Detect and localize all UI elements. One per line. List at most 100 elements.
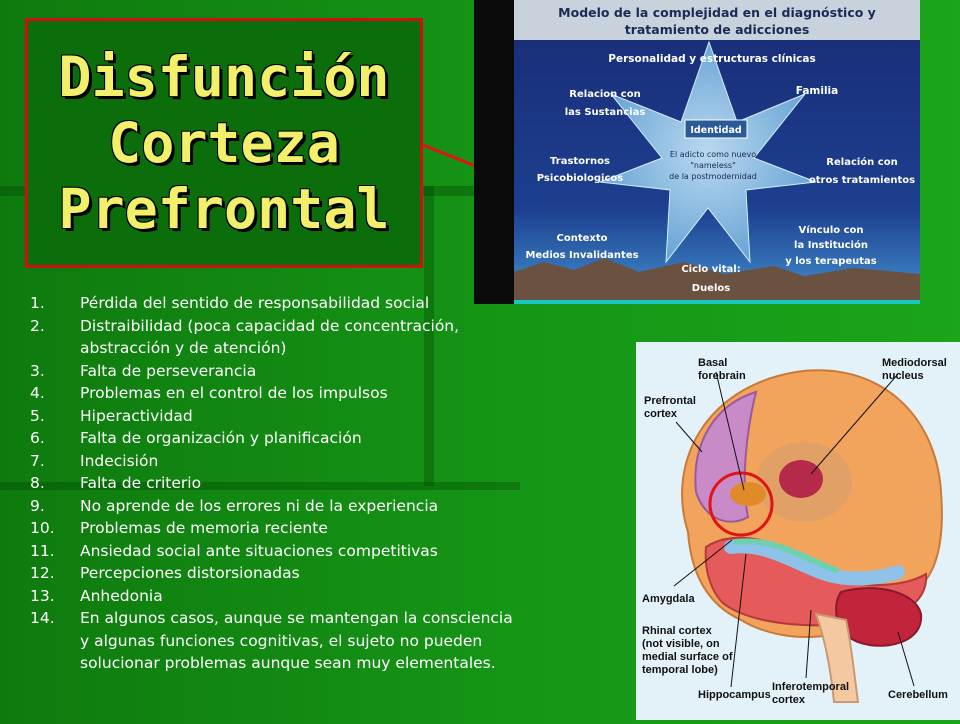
diagram-heading: tratamiento de adicciones [625,22,810,37]
label-family: Familia [796,85,838,97]
label-inferotemporal: Inferotemporal [772,681,849,693]
item-number: 9. [30,496,45,515]
brain-illustration: Basal forebrain Mediodorsal nucleus Pref… [636,342,960,720]
label-substances: las Sustancias [565,107,646,118]
title-line: Disfunción [58,45,390,109]
label-basal: Basal [698,357,727,369]
rhinal-region [724,539,905,586]
item-text: Ansiedad social ante situaciones competi… [80,541,438,560]
list-item: 14. En algunos casos, aunque se mantengan… [30,607,522,675]
label-institution: y los terapeutas [785,256,877,267]
list-item: 1. Pérdida del sentido de responsabilidad… [30,292,522,315]
label-rhinal: medial surface of [642,651,733,663]
mountains [514,258,920,300]
addiction-model-diagram: Modelo de la complejidad en el diagnósti… [474,0,920,304]
list-item: 8. Falta de criterio [30,472,522,495]
label-center: "nameless" [690,161,736,170]
item-number: 1. [30,294,45,312]
title-line: Corteza [108,111,340,175]
label-life-cycle: Ciclo vital: [681,264,740,275]
label-rhinal: Rhinal cortex [642,625,713,637]
item-text: Falta de organización y planificación [80,429,362,447]
basal-forebrain [730,482,766,506]
item-number: 14. [30,609,55,627]
symptom-list: 1. Pérdida del sentido de responsabilidad… [30,292,522,675]
list-item: 3. Falta de perseverancia [30,360,522,383]
item-number: 11. [30,541,55,560]
leader-line [715,371,745,491]
item-number: 10. [30,519,55,537]
star-shape [599,40,817,264]
label-basal: forebrain [698,370,746,382]
item-number: 12. [30,564,55,582]
item-text: En algunos casos, aunque se mantengan la… [80,609,513,672]
diagram-header-bg [514,0,920,40]
diagram-heading: Modelo de la complejidad en el diagnósti… [558,5,876,20]
item-number: 8. [30,474,45,492]
label-prefrontal: cortex [644,408,678,420]
item-text: Anhedonia [80,586,163,605]
item-text: Pérdida del sentido de responsabilidad s… [80,294,430,312]
list-item: 12. Percepciones distorsionadas [30,562,522,585]
label-disorders: Trastornos [550,156,610,167]
mediodorsal-nucleus [779,460,823,498]
label-institution: la Institución [794,239,868,251]
item-text: Hiperactividad [80,406,193,425]
item-number: 6. [30,429,45,447]
item-number: 3. [30,361,45,380]
label-context: Contexto [557,233,608,244]
leader-line [805,609,812,679]
label-institution: Vínculo con [798,224,863,236]
identity-box [684,119,748,139]
label-other-treatments: Relación con [826,156,897,168]
label-mediodorsal: nucleus [882,370,924,382]
label-context: Medios Invalidantes [525,250,638,261]
item-text: Percepciones distorsionadas [80,564,300,582]
item-number: 13. [30,586,55,605]
item-text: No aprende de los errores ni de la exper… [80,496,439,515]
label-substances: Relacion con [569,89,640,100]
item-number: 4. [30,384,45,402]
leader-line [730,553,747,688]
decor-band [0,482,520,490]
decor-band [424,186,434,486]
label-amygdala: Amygdala [642,593,695,605]
list-item: 11. Ansiedad social ante situaciones comp… [30,540,522,563]
leader-line [810,373,899,475]
highlight-circle [708,471,774,537]
label-disorders: Psicobiologicos [537,173,623,184]
brainstem [814,612,860,703]
list-item: 5. Hiperactividad [30,405,522,428]
label-identity: Identidad [690,125,741,136]
list-item: 7. Indecisión [30,450,522,473]
label-inferotemporal: cortex [772,694,806,706]
leader-line [673,539,733,587]
leader-line [675,421,703,453]
label-rhinal: (not visible, on [642,638,720,650]
leader-line [897,631,915,687]
item-text: Falta de perseverancia [80,361,257,380]
title-line: Prefrontal [58,177,390,241]
label-hippocampus: Hippocampus [698,689,771,701]
item-text: Problemas en el control de los impulsos [80,384,388,402]
item-text: Distraibilidad (poca capacidad de concen… [80,316,460,358]
list-item: 6. Falta de organización y planificación [30,427,522,450]
label-cerebellum: Cerebellum [888,689,948,701]
label-other-treatments: otros tratamientos [809,175,915,186]
label-life-cycle: Duelos [692,283,731,294]
label-center: El adicto como nuevo [670,150,756,159]
item-number: 7. [30,451,45,470]
list-item: 10. Problemas de memoria reciente [30,517,522,540]
item-number: 5. [30,406,45,425]
label-rhinal: temporal lobe) [642,664,718,676]
label-center: de la postmodernidad [669,172,757,181]
list-item: 4. Problemas en el control de los impulso… [30,382,522,405]
list-item: 2. Distraibilidad (poca capacidad de conc… [30,315,522,360]
item-text: Falta de criterio [80,474,202,492]
item-text: Problemas de memoria reciente [80,519,328,537]
label-personality: Personalidad y estructuras clínicas [608,53,815,65]
label-mediodorsal: Mediodorsal [882,357,947,369]
hippocampus-region [733,538,839,573]
item-text: Indecisión [80,451,159,470]
item-number: 2. [30,316,45,335]
